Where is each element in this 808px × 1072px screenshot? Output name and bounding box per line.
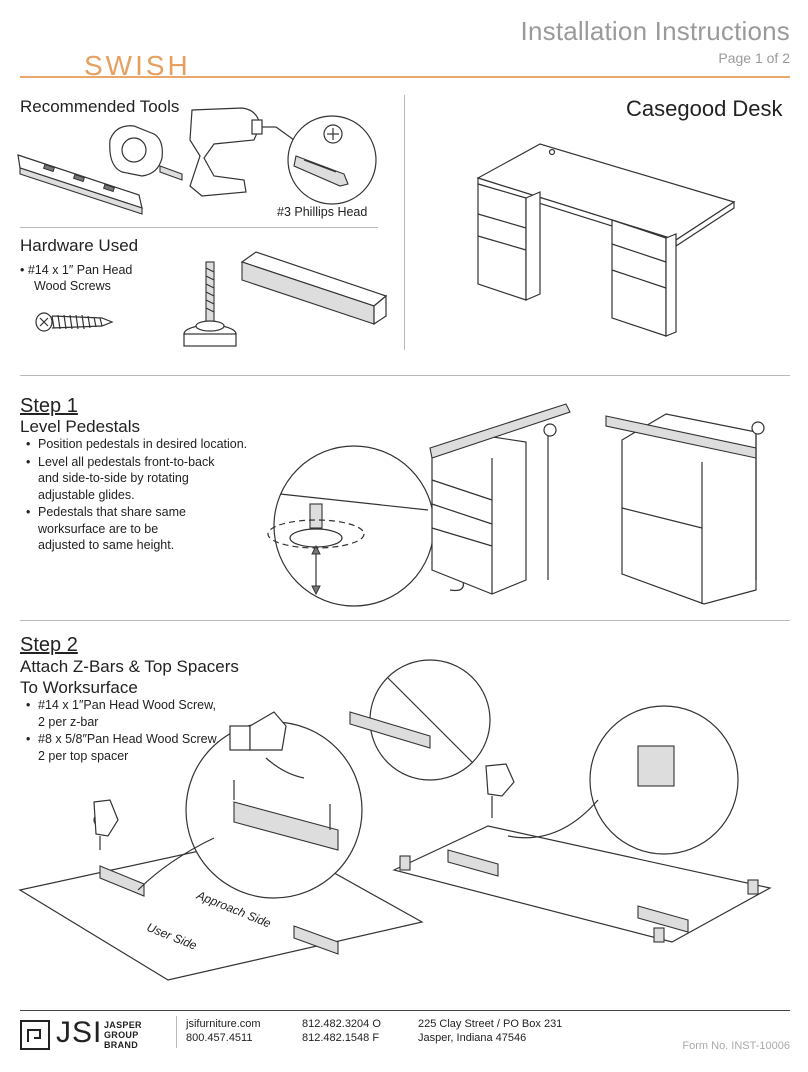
step2-illustration bbox=[18, 659, 772, 981]
office-phone: 812.482.3204 O bbox=[302, 1018, 381, 1030]
drill-icon bbox=[189, 107, 295, 197]
step1-bullet: Position pedestals in desired location. bbox=[26, 436, 266, 453]
step1-bullet: Level all pedestals front-to-back and si… bbox=[26, 454, 266, 504]
tools-illustration bbox=[17, 107, 377, 215]
phillips-bit-callout bbox=[287, 115, 377, 205]
jsi-logo-mark-icon bbox=[20, 1020, 50, 1050]
desk-illustration bbox=[476, 143, 736, 337]
drill-bit-label: #3 Phillips Head bbox=[277, 205, 368, 219]
fax-phone: 812.482.1548 F bbox=[302, 1032, 380, 1044]
hardware-heading: Hardware Used bbox=[20, 236, 139, 255]
right-pedestal bbox=[611, 219, 677, 337]
hardware-illustration bbox=[35, 251, 388, 347]
spacer-callout bbox=[507, 705, 739, 855]
drill-icon-right bbox=[485, 763, 515, 818]
swish-logo: SWISH bbox=[84, 50, 191, 81]
step1-bullet: Pedestals that share same worksurface ar… bbox=[26, 504, 266, 554]
tools-divider bbox=[20, 227, 378, 228]
step1-label: Step 1 bbox=[20, 395, 78, 417]
left-pedestal bbox=[477, 183, 541, 301]
hardware-item: • #14 x 1″ Pan Head bbox=[20, 263, 133, 277]
product-title: Casegood Desk bbox=[626, 96, 783, 121]
footer-divider bbox=[176, 1016, 177, 1048]
form-number: Form No. INST-10006 bbox=[682, 1040, 790, 1052]
adjustable-glide-icon bbox=[183, 261, 237, 347]
top-vertical-divider bbox=[404, 95, 405, 350]
level-icon bbox=[17, 154, 143, 215]
hardware-item-cont: Wood Screws bbox=[34, 279, 111, 293]
z-bar-callout bbox=[137, 721, 363, 899]
address-line1: 225 Clay Street / PO Box 231 bbox=[418, 1018, 563, 1030]
page-title: Installation Instructions bbox=[520, 16, 790, 46]
tape-measure-icon bbox=[109, 125, 183, 181]
step2-bullet: #8 x 5/8″Pan Head Wood Screw, 2 per top … bbox=[26, 731, 246, 764]
jasper-group-brand: JASPER GROUP BRAND bbox=[104, 1020, 142, 1050]
pedestal-level-left bbox=[429, 403, 571, 595]
step2-title-line1: Attach Z-Bars & Top Spacers bbox=[20, 657, 239, 676]
step2-title-line2: To Worksurface bbox=[20, 678, 138, 697]
step1-divider bbox=[20, 375, 790, 376]
pedestal-level-right bbox=[605, 413, 765, 605]
page-number: Page 1 of 2 bbox=[718, 50, 790, 66]
prohibited-callout bbox=[349, 659, 491, 781]
website-link[interactable]: jsifurniture.com bbox=[186, 1018, 261, 1030]
tollfree-phone: 800.457.4511 bbox=[186, 1032, 253, 1044]
header-rule bbox=[20, 76, 790, 78]
right-worksurface bbox=[392, 825, 772, 943]
footer-rule bbox=[20, 1010, 790, 1011]
hardware-item-label: #14 x 1″ Pan Head bbox=[27, 263, 133, 277]
address-line2: Jasper, Indiana 47546 bbox=[418, 1032, 527, 1044]
step2-label: Step 2 bbox=[20, 634, 78, 656]
hardware-list: • #14 x 1″ Pan Head Wood Screws bbox=[20, 262, 180, 294]
z-bar-icon bbox=[240, 251, 388, 326]
jsi-logo: JSI bbox=[56, 1016, 103, 1049]
step2-bullets: #14 x 1″Pan Head Wood Screw, 2 per z-bar… bbox=[26, 697, 246, 765]
drill-icon-left bbox=[93, 799, 119, 850]
step2-divider bbox=[20, 620, 790, 621]
wood-screw-icon bbox=[35, 312, 114, 332]
glide-callout bbox=[267, 445, 465, 607]
step2-bullet: #14 x 1″Pan Head Wood Screw, 2 per z-bar bbox=[26, 697, 246, 730]
step1-title: Level Pedestals bbox=[20, 417, 141, 436]
step1-illustration bbox=[267, 403, 765, 607]
tools-heading: Recommended Tools bbox=[20, 97, 180, 116]
step1-bullets: Position pedestals in desired location. … bbox=[26, 436, 266, 555]
hand-icon bbox=[229, 711, 305, 779]
